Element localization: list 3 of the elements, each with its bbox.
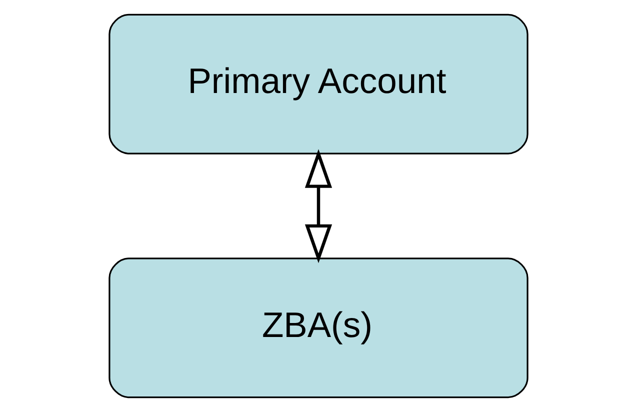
arrow bbox=[304, 149, 332, 264]
node-box: Primary Account bbox=[108, 14, 528, 154]
node-box: ZBA(s) bbox=[108, 258, 528, 398]
